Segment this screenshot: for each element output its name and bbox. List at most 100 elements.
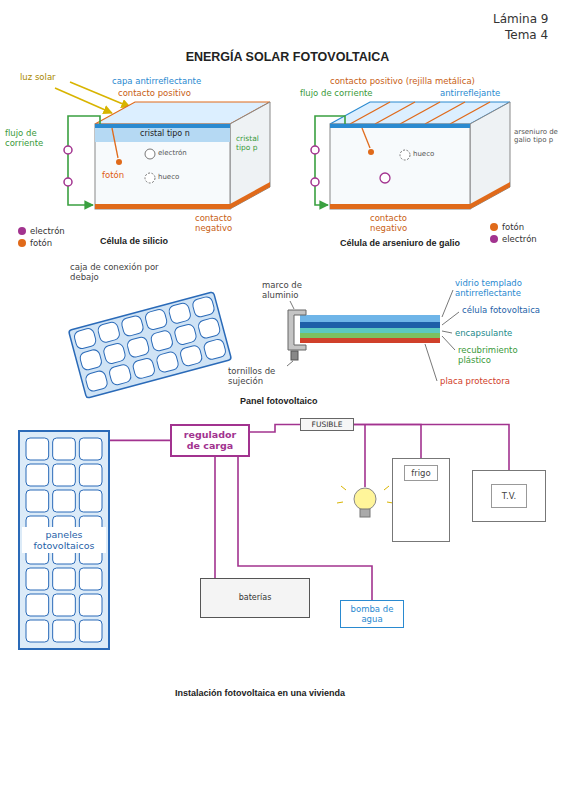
silicon-cell bbox=[64, 102, 270, 209]
part-label: luz solar bbox=[20, 72, 56, 82]
figure-caption: Instalación fotovoltaica en una vivienda bbox=[175, 688, 345, 699]
legend-item: electrón bbox=[490, 234, 537, 244]
light-bulb-part bbox=[354, 488, 376, 510]
light-bulb-part bbox=[341, 486, 346, 490]
solar-panel bbox=[68, 292, 231, 398]
wire bbox=[214, 457, 216, 578]
appliance-box: bomba de agua bbox=[340, 600, 404, 628]
panel-cross-section-part bbox=[290, 301, 294, 309]
part-label: electrón bbox=[158, 149, 187, 157]
gallium-arsenide-cell-part bbox=[330, 204, 470, 209]
panel-cell bbox=[53, 620, 76, 642]
node-text: T.V. bbox=[491, 484, 527, 508]
battery-box: baterías bbox=[200, 578, 310, 618]
panel-cell bbox=[203, 338, 227, 361]
part-label: contacto negativo bbox=[370, 213, 432, 233]
gallium-arsenide-cell-part bbox=[425, 102, 465, 124]
light-bulb-part bbox=[384, 486, 389, 490]
sun-rays-part bbox=[55, 88, 112, 113]
panel-cell bbox=[79, 438, 102, 460]
panel-cell bbox=[79, 594, 102, 616]
node-text: baterías bbox=[239, 593, 272, 603]
panel-cell bbox=[79, 349, 103, 372]
silicon-cell-part bbox=[95, 124, 230, 128]
panel-cell bbox=[97, 321, 121, 344]
panel-cross-section-part bbox=[300, 333, 440, 338]
panel-cell bbox=[197, 317, 221, 340]
gallium-arsenide-cell-part bbox=[350, 102, 390, 124]
silicon-cell-part bbox=[116, 159, 122, 165]
part-label: hueco bbox=[158, 173, 179, 181]
part-label: fotón bbox=[102, 170, 124, 180]
part-label: vidrio templado antirreflectante bbox=[455, 278, 555, 298]
node-text: FUSIBLE bbox=[312, 420, 343, 429]
part-label: antirreflejante bbox=[440, 88, 500, 98]
gallium-arsenide-cell-part bbox=[315, 116, 345, 205]
panel-cell bbox=[53, 568, 76, 590]
panel-cross-section-part bbox=[442, 331, 452, 333]
panel-cross-section bbox=[287, 290, 459, 381]
panel-cross-section-part bbox=[288, 310, 306, 350]
gallium-arsenide-cell-part bbox=[311, 146, 319, 154]
part-label: tornillos de sujeción bbox=[228, 366, 286, 386]
panel-cell bbox=[108, 363, 132, 386]
diagram-title: ENERGÍA SOLAR FOTOVOLTAICA bbox=[0, 50, 575, 65]
gallium-arsenide-cell-part bbox=[362, 128, 370, 148]
lamp-wire bbox=[364, 425, 366, 488]
part-label: encapsulante bbox=[455, 328, 512, 338]
legend-swatch bbox=[490, 223, 498, 231]
legend-swatch bbox=[490, 235, 498, 243]
figure-caption: Célula de arseniuro de galio bbox=[340, 238, 460, 249]
solar-panel-part bbox=[68, 292, 231, 398]
topic-number: Tema 4 bbox=[505, 28, 548, 42]
part-label: flujo de corriente bbox=[5, 128, 63, 148]
panel-cell bbox=[126, 336, 150, 359]
part-label: cristal tipo p bbox=[236, 134, 269, 152]
legend-text: fotón bbox=[502, 222, 524, 232]
panel-cell bbox=[53, 464, 76, 486]
node-text: paneles fotovoltaicos bbox=[22, 527, 106, 554]
panel-cross-section-part bbox=[287, 361, 293, 366]
gallium-arsenide-cell-part bbox=[311, 178, 319, 186]
silicon-cell-part bbox=[145, 173, 155, 183]
appliance-box: frigo bbox=[392, 458, 450, 542]
legend-item: fotón bbox=[18, 238, 52, 248]
panel-cell bbox=[79, 620, 102, 642]
part-label: caja de conexión por debajo bbox=[70, 262, 190, 282]
part-label: contacto positivo bbox=[118, 88, 191, 98]
panel-cell bbox=[132, 357, 156, 380]
light-bulb bbox=[337, 486, 393, 517]
wire bbox=[250, 425, 300, 433]
process-box: regulador de carga bbox=[170, 424, 250, 457]
panel-cell bbox=[120, 315, 144, 338]
panel-cell bbox=[26, 464, 49, 486]
panel-cells bbox=[73, 296, 227, 393]
figure-caption: Panel fotovoltaico bbox=[240, 396, 318, 407]
part-label: contacto positivo (rejilla metálica) bbox=[330, 76, 475, 86]
panel-cell bbox=[79, 568, 102, 590]
wire bbox=[110, 440, 170, 442]
part-label: cristal tipo n bbox=[140, 129, 190, 139]
sheet-number: Lámina 9 bbox=[493, 12, 548, 26]
gallium-arsenide-cell-part bbox=[470, 182, 510, 209]
panel-array-box: paneles fotovoltaicos bbox=[18, 430, 110, 650]
light-bulb-part bbox=[360, 509, 370, 517]
legend-text: fotón bbox=[30, 238, 52, 248]
panel-cross-section-part bbox=[442, 312, 459, 325]
silicon-cell-part bbox=[68, 116, 100, 205]
panel-cross-section-part bbox=[300, 328, 440, 333]
figure-caption: Célula de silicio bbox=[100, 236, 168, 247]
silicon-cell-part bbox=[112, 128, 118, 158]
panel-cell bbox=[144, 308, 168, 331]
gallium-arsenide-cell-part bbox=[400, 102, 440, 124]
panel-cross-section-part bbox=[425, 344, 437, 381]
panel-cell bbox=[179, 344, 203, 367]
silicon-cell-part bbox=[95, 204, 230, 209]
panel-cell bbox=[26, 594, 49, 616]
silicon-cell-part bbox=[230, 182, 270, 209]
legend-item: electrón bbox=[18, 226, 65, 236]
panel-cross-section-part bbox=[300, 322, 440, 328]
gallium-arsenide-cell-part bbox=[368, 149, 374, 155]
panel-cell bbox=[26, 438, 49, 460]
